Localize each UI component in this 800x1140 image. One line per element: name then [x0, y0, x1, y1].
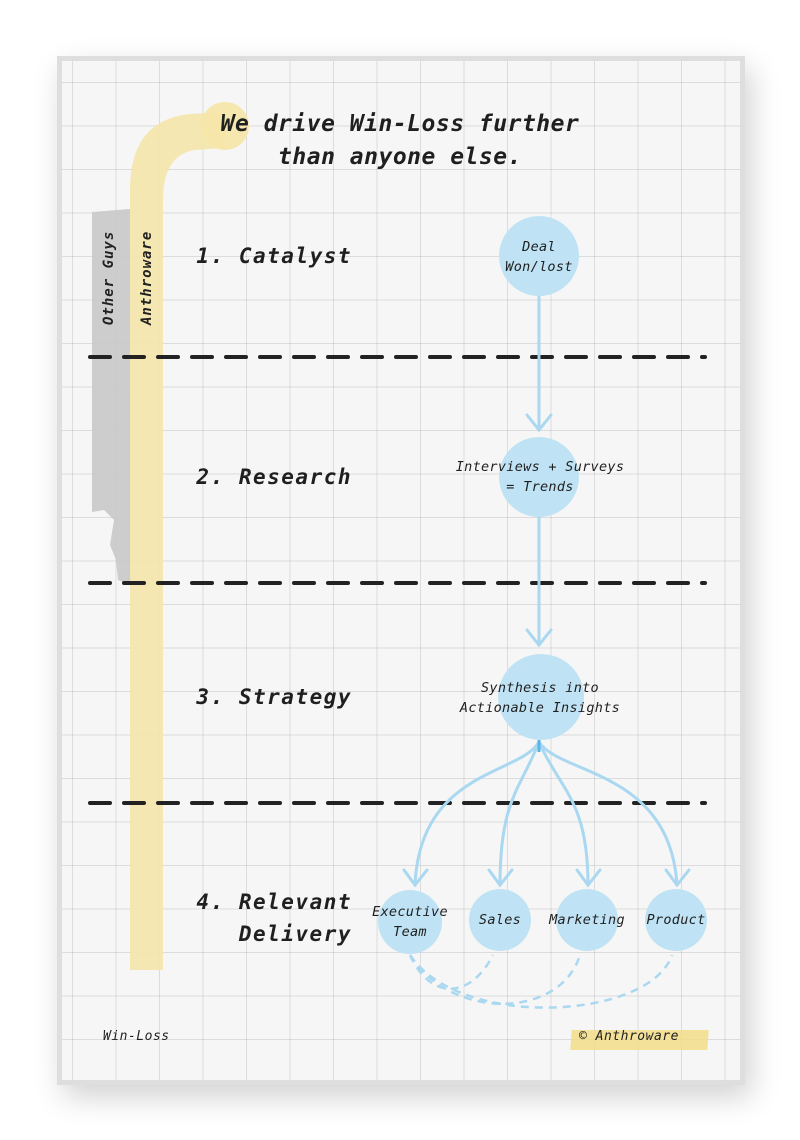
other-guys-bar [92, 209, 131, 585]
stage-strategy: 3. Strategy [196, 685, 352, 709]
node-deal-won-lost: Deal Won/lost [479, 237, 599, 277]
node-marketing: Marketing [549, 912, 625, 928]
stage-research: 2. Research [196, 465, 352, 489]
anthroware-bar [130, 112, 225, 970]
page-title: We drive Win-Loss further than anyone el… [180, 108, 620, 174]
node-text: Interviews + Surveys [455, 459, 625, 475]
node-text: = Trends [506, 479, 574, 495]
node-sales: Sales [478, 912, 522, 928]
node-text: Executive [372, 904, 448, 920]
feedback-loops [408, 954, 674, 1009]
footer-copyright: © Anthroware [579, 1029, 679, 1044]
other-guys-label: Other Guys [101, 230, 117, 325]
node-text: Won/lost [505, 259, 573, 275]
anthroware-label: Anthroware [139, 230, 155, 325]
node-executive-team: Executive Team [360, 902, 460, 942]
stage-relevant-delivery: 4. Relevant Delivery [180, 886, 352, 950]
node-text: Synthesis into [481, 680, 599, 696]
title-line-2: than anyone else. [278, 144, 522, 170]
flow-nodes [378, 216, 707, 954]
node-interviews-surveys: Interviews + Surveys = Trends [430, 457, 650, 497]
graph-paper-sheet [57, 56, 745, 1085]
stage-4-line-2: Delivery [238, 922, 352, 946]
title-line-1: We drive Win-Loss further [220, 111, 580, 137]
flow-arrows [402, 293, 691, 888]
stage-catalyst: 1. Catalyst [196, 244, 352, 268]
anthroware-bar-cap [201, 102, 249, 150]
node-synthesis: Synthesis into Actionable Insights [440, 678, 640, 718]
node-text: Actionable Insights [459, 700, 621, 716]
footer-left-label: Win-Loss [103, 1029, 170, 1044]
node-product: Product [646, 912, 706, 928]
node-text: Team [393, 924, 427, 940]
stage-dividers [88, 355, 707, 805]
node-text: Deal [522, 239, 556, 255]
stage-4-line-1: 4. Relevant [196, 890, 352, 914]
